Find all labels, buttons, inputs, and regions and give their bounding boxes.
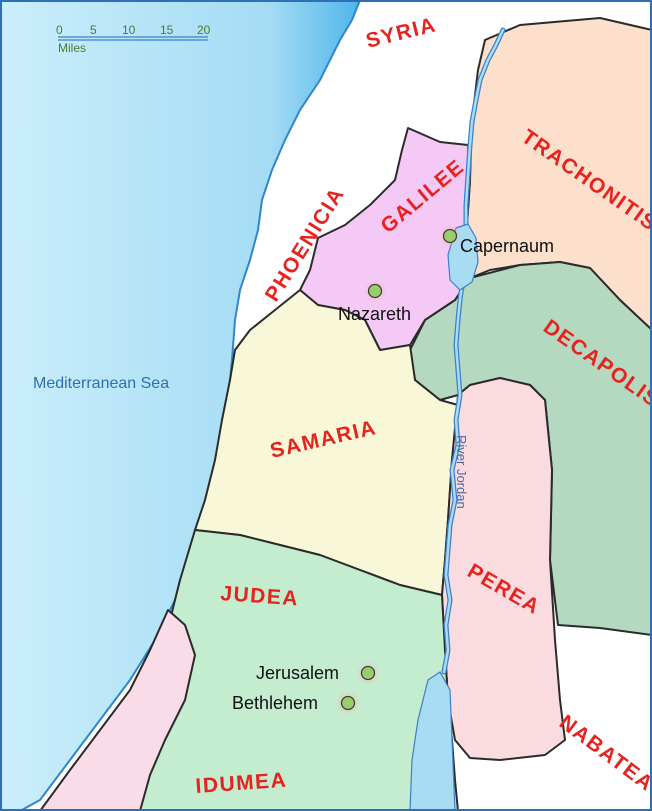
- scale-tick-5: 5: [90, 23, 97, 37]
- city-dot: [360, 665, 376, 681]
- city-bethlehem: Bethlehem: [232, 691, 360, 715]
- city-label-capernaum: Capernaum: [460, 236, 554, 256]
- scale-bar: 0 5 10 15 20 Miles: [56, 23, 211, 55]
- region-idumea: [39, 609, 196, 811]
- city-nazareth: Nazareth: [338, 279, 411, 324]
- mediterranean-sea: [0, 0, 360, 811]
- city-dot: [340, 695, 356, 711]
- city-dot: [367, 283, 383, 299]
- city-label-bethlehem: Bethlehem: [232, 693, 318, 713]
- city-label-jerusalem: Jerusalem: [256, 663, 339, 683]
- label-river-jordan: River Jordan: [454, 435, 469, 509]
- label-judea: JUDEA: [220, 582, 300, 610]
- scale-tick-15: 15: [160, 23, 174, 37]
- scale-tick-0: 0: [56, 23, 63, 37]
- city-jerusalem: Jerusalem: [256, 661, 380, 685]
- city-dot: [442, 228, 458, 244]
- city-label-nazareth: Nazareth: [338, 304, 411, 324]
- scale-tick-20: 20: [197, 23, 211, 37]
- dead-sea: [409, 671, 456, 811]
- city-capernaum: Capernaum: [438, 224, 554, 256]
- scale-tick-10: 10: [122, 23, 136, 37]
- label-mediterranean-sea: Mediterranean Sea: [33, 375, 169, 392]
- coastline: [19, 0, 361, 811]
- scale-unit: Miles: [58, 41, 86, 55]
